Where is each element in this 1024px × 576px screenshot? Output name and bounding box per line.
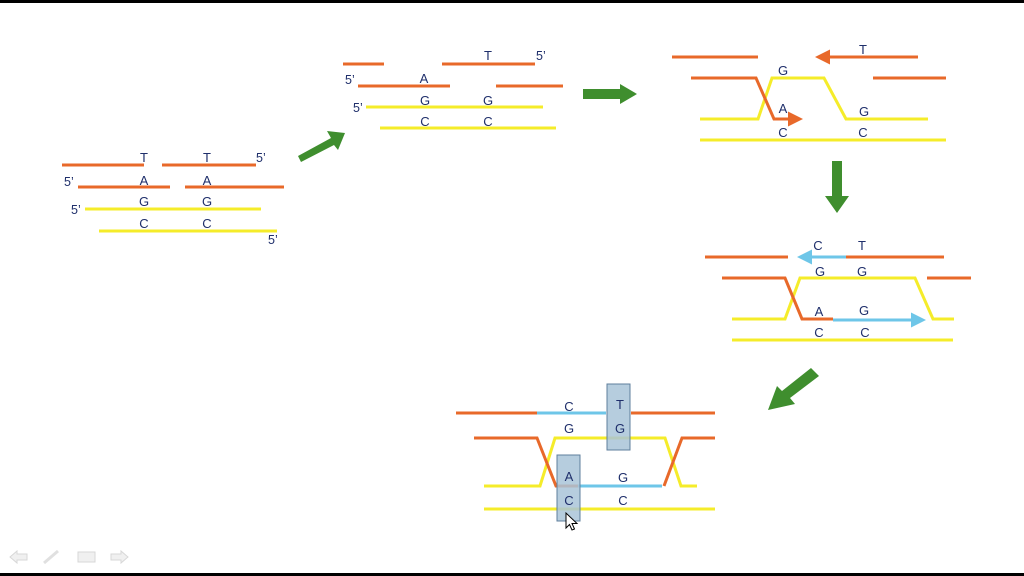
base-label: G [778, 63, 788, 78]
base-label: T [484, 48, 492, 63]
base-label: A [420, 71, 429, 86]
step-arrow-icon [583, 84, 637, 104]
five-prime-label: 5’ [64, 175, 74, 189]
five-prime-label: 5’ [536, 49, 546, 63]
base-label: C [564, 493, 573, 508]
forward-arrow-icon[interactable] [110, 549, 129, 565]
base-label: C [420, 114, 429, 129]
base-label: C [483, 114, 492, 129]
base-label: G [420, 93, 430, 108]
five-prime-label: 5’ [353, 101, 363, 115]
base-label: C [778, 125, 787, 140]
stage-2-dna: T A G G C C 5’ 5’ 5’ [343, 48, 563, 130]
base-label: A [815, 304, 824, 319]
base-label: C [202, 216, 211, 231]
base-label: G [483, 93, 493, 108]
back-arrow-icon[interactable] [9, 549, 28, 565]
base-label: C [618, 493, 627, 508]
stage-3-dna: G T A G C C [672, 42, 946, 142]
stage-5-dna: C T G G A G C C [456, 383, 715, 531]
base-label: G [615, 421, 625, 436]
base-label: C [813, 238, 822, 253]
stage-1-dna: T T A A G G C C 5’ 5’ 5’ 5’ [62, 150, 284, 247]
base-label: G [857, 264, 867, 279]
step-arrow-icon [825, 161, 849, 213]
base-label: T [858, 238, 866, 253]
base-label: T [203, 150, 211, 165]
strand-yellow [700, 76, 928, 121]
base-label: C [564, 399, 573, 414]
slide-background [0, 3, 1024, 573]
base-label: T [616, 397, 624, 412]
base-label: A [203, 173, 212, 188]
base-label: C [860, 325, 869, 340]
base-label: C [139, 216, 148, 231]
step-arrow-icon [298, 131, 345, 162]
pen-icon[interactable] [43, 549, 59, 565]
base-label: C [814, 325, 823, 340]
stage-4-dna: C T G G A G C C [705, 238, 971, 342]
base-label: G [202, 194, 212, 209]
base-label: A [779, 101, 788, 116]
five-prime-label: 5’ [71, 203, 81, 217]
base-label: A [140, 173, 149, 188]
slide-nav-bar [9, 549, 129, 565]
base-label: G [564, 421, 574, 436]
base-label: C [858, 125, 867, 140]
base-label: G [859, 104, 869, 119]
mismatch-highlight-box [606, 383, 631, 451]
strand-orange-invading [722, 276, 833, 321]
strand-orange-invading [691, 76, 803, 127]
base-label: G [139, 194, 149, 209]
five-prime-label: 5’ [345, 73, 355, 87]
five-prime-label: 5’ [256, 151, 266, 165]
mouse-cursor-icon [565, 511, 579, 531]
base-label: A [565, 469, 574, 484]
base-label: G [859, 303, 869, 318]
base-label: T [140, 150, 148, 165]
strand-yellow [732, 276, 954, 321]
strand-orange [662, 436, 715, 487]
base-label: T [859, 42, 867, 57]
mismatch-highlight-box [556, 454, 581, 522]
base-label: G [618, 470, 628, 485]
base-label: G [815, 264, 825, 279]
five-prime-label: 5’ [268, 233, 278, 247]
step-arrow-icon [768, 368, 819, 410]
menu-icon[interactable] [77, 551, 96, 563]
